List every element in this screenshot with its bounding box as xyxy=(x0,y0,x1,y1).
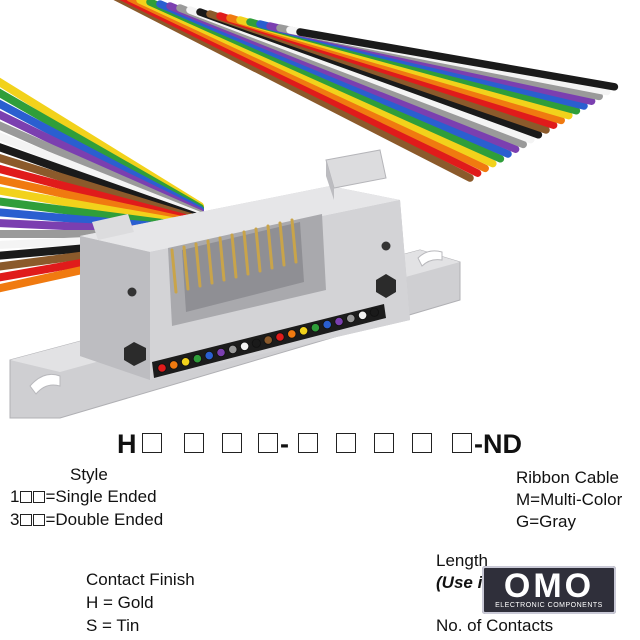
cable-end-dot xyxy=(204,350,214,361)
part-number-dash: - xyxy=(280,429,289,459)
style-double-text: =Double Ended xyxy=(45,510,164,529)
contact-pin xyxy=(278,221,286,267)
cable-end-dot xyxy=(346,313,356,323)
style-single-prefix: 1 xyxy=(10,487,20,506)
cable-end-dot xyxy=(216,347,226,358)
ribbon-cable-gray: G=Gray xyxy=(516,512,576,531)
cable-end-dot xyxy=(287,329,297,339)
contact-finish-gold: H = Gold xyxy=(86,593,154,612)
contacts-title: No. of Contacts xyxy=(436,616,554,635)
style-double-ended: 3 =Double Ended xyxy=(10,509,163,531)
placeholder-box xyxy=(32,514,45,526)
style-single-ended: 1 =Single Ended xyxy=(10,486,157,508)
cable-end-dot xyxy=(192,354,202,364)
contact-pin xyxy=(170,248,178,294)
cable-end-dot xyxy=(310,323,320,333)
part-number-box-8 xyxy=(412,433,432,453)
connector-housing xyxy=(80,149,410,380)
part-number-box-3 xyxy=(222,433,242,453)
part-number-suffix: -ND xyxy=(474,429,522,459)
part-number-box-1 xyxy=(142,433,162,453)
cable-wire xyxy=(296,28,619,91)
cable-end-dots xyxy=(157,307,379,373)
cable-end-dot xyxy=(275,332,285,342)
cable-end-dot xyxy=(298,326,309,336)
cable-end-dot xyxy=(251,338,261,348)
placeholder-box xyxy=(32,491,45,503)
contact-pin xyxy=(230,233,238,279)
contact-finish-title: Contact Finish xyxy=(86,570,195,589)
cable-end-dot xyxy=(334,316,344,327)
cable-end-dot xyxy=(181,357,191,367)
part-number-box-5 xyxy=(298,433,318,453)
logo-name: OMO xyxy=(503,567,595,605)
contact-pin xyxy=(242,230,250,276)
placeholder-box xyxy=(19,491,32,503)
contact-pin xyxy=(290,218,298,264)
cable-end-dot xyxy=(157,363,167,373)
part-number-box-4 xyxy=(258,433,278,453)
cable-end-dot xyxy=(240,341,250,351)
ribbon-cable-multi: M=Multi-Color xyxy=(516,490,623,509)
style-single-text: =Single Ended xyxy=(45,487,157,506)
cable-end-dot xyxy=(322,319,332,330)
contact-pins xyxy=(170,218,298,294)
logo-tagline: ELECTRONIC COMPONENTS xyxy=(495,602,603,609)
contact-pin xyxy=(206,239,214,285)
part-number-box-2 xyxy=(184,433,204,453)
contact-finish-tin: S = Tin xyxy=(86,616,140,635)
ribbon-cable-title: Ribbon Cable xyxy=(516,468,620,487)
omo-logo: OMO ELECTRONIC COMPONENTS xyxy=(482,566,616,614)
style-double-prefix: 3 xyxy=(10,510,20,529)
cable-end-dot xyxy=(263,335,273,345)
contact-pin xyxy=(182,245,190,291)
connector-illustration xyxy=(0,0,619,419)
ribbon-cable-right xyxy=(113,0,619,182)
contact-pin xyxy=(218,236,226,282)
cable-end-dot xyxy=(357,310,368,320)
style-title: Style xyxy=(70,465,108,484)
cable-end-dot xyxy=(369,307,379,317)
contact-pin xyxy=(194,242,202,288)
cable-end-dot xyxy=(228,344,238,354)
placeholder-box xyxy=(19,514,32,526)
length-title: Length xyxy=(436,551,488,570)
part-number-box-7 xyxy=(374,433,394,453)
part-number-box-9 xyxy=(452,433,472,453)
contact-pin xyxy=(266,224,274,270)
part-number-prefix: H xyxy=(117,429,137,459)
part-number-box-6 xyxy=(336,433,356,453)
cable-end-dot xyxy=(169,360,179,370)
contact-pin xyxy=(254,227,262,273)
